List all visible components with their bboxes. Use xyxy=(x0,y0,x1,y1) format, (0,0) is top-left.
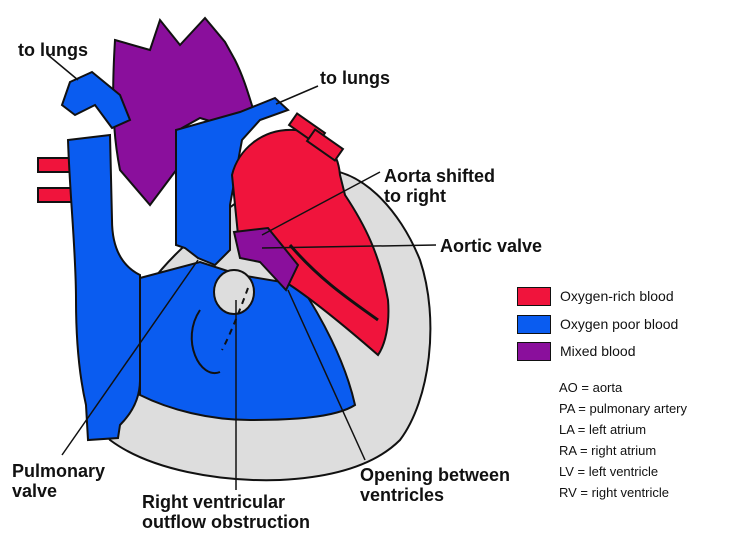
legend-item-mixed: Mixed blood xyxy=(517,340,636,362)
abbr-pa: PA = pulmonary artery xyxy=(559,401,687,416)
leader-to-lungs-right xyxy=(276,86,318,104)
label-to-lungs-left: to lungs xyxy=(18,40,88,60)
abbr-rv: RV = right ventricle xyxy=(559,485,669,500)
legend-swatch-oxygen-rich xyxy=(517,287,551,306)
label-aorta-shifted-line1: Aorta shifted xyxy=(384,166,495,186)
abbr-la: LA = left atrium xyxy=(559,422,646,437)
label-opening-line1: Opening between xyxy=(360,465,510,485)
legend-swatch-mixed xyxy=(517,342,551,361)
label-aortic-valve: Aortic valve xyxy=(440,236,542,256)
label-rv-obstruction-line2: outflow obstruction xyxy=(142,512,310,532)
legend-label-mixed: Mixed blood xyxy=(560,343,636,359)
label-rv-obstruction-line1: Right ventricular xyxy=(142,492,285,512)
legend-label-oxygen-rich: Oxygen-rich blood xyxy=(560,288,674,304)
label-aorta-shifted-line2: to right xyxy=(384,186,446,206)
label-opening-line2: ventricles xyxy=(360,485,444,505)
label-pulmonary-valve-line1: Pulmonary xyxy=(12,461,105,481)
abbr-ao: AO = aorta xyxy=(559,380,622,395)
label-to-lungs-right: to lungs xyxy=(320,68,390,88)
abbr-lv: LV = left ventricle xyxy=(559,464,658,479)
ventricular-septal-opening xyxy=(214,270,254,314)
legend-item-oxygen-rich: Oxygen-rich blood xyxy=(517,285,674,307)
legend-item-oxygen-poor: Oxygen poor blood xyxy=(517,313,678,335)
abbr-ra: RA = right atrium xyxy=(559,443,656,458)
label-pulmonary-valve-line2: valve xyxy=(12,481,57,501)
legend-swatch-oxygen-poor xyxy=(517,315,551,334)
legend-label-oxygen-poor: Oxygen poor blood xyxy=(560,316,678,332)
